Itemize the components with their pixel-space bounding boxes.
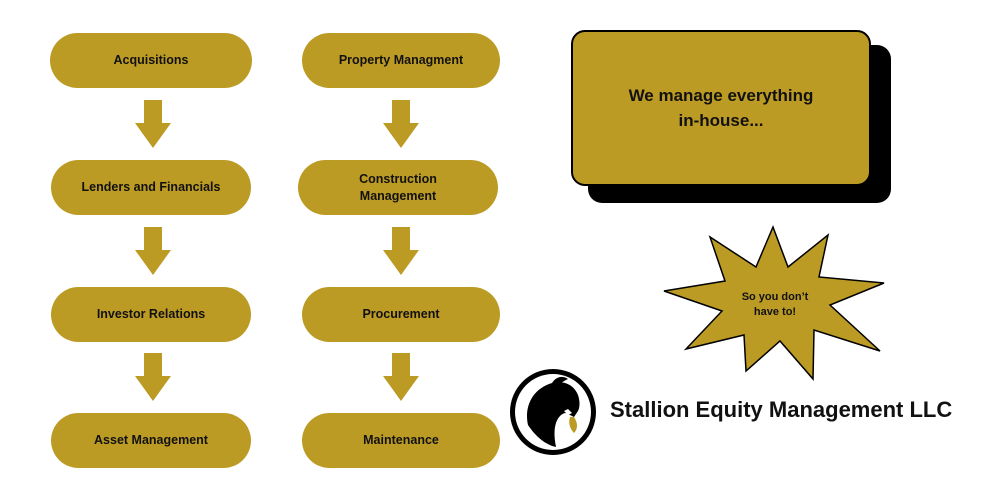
step-acquisitions: Acquisitions xyxy=(50,33,252,88)
starburst-text: So you don’t have to! xyxy=(720,290,830,321)
step-label: Acquisitions xyxy=(113,53,189,68)
step-label: Asset Management xyxy=(94,433,208,448)
starburst-line-2: have to! xyxy=(753,306,797,319)
step-label: Construction xyxy=(359,171,437,186)
step-label: Lenders and Financials xyxy=(81,180,221,195)
step-asset-management: Asset Management xyxy=(51,413,251,468)
callout-box: We manage everything in-house... xyxy=(571,30,871,186)
down-arrow-icon xyxy=(135,353,171,401)
callout-line-1: We manage everything xyxy=(628,85,814,105)
starburst-line-1: So you don’t xyxy=(741,291,809,303)
step-property-managment: Property Managment xyxy=(302,33,500,88)
step-investor-relations: Investor Relations xyxy=(51,287,251,342)
step-label: Maintenance xyxy=(363,433,439,448)
down-arrow-icon xyxy=(383,100,419,148)
step-label: Procurement xyxy=(362,307,440,322)
company-name: Stallion Equity Management LLC xyxy=(610,397,953,422)
step-label: Property Managment xyxy=(338,53,464,68)
down-arrow-icon xyxy=(383,227,419,275)
step-lenders-and-financials: Lenders and Financials xyxy=(51,160,251,215)
step-label: Investor Relations xyxy=(96,307,206,322)
step-procurement: Procurement xyxy=(302,287,500,342)
starburst-icon xyxy=(663,225,885,381)
callout-line-2: in-house... xyxy=(678,111,764,130)
horse-head-icon xyxy=(510,369,596,455)
step-construction-management: Construction Management xyxy=(298,160,498,215)
step-label-line2: Management xyxy=(359,188,437,203)
down-arrow-icon xyxy=(135,100,171,148)
step-maintenance: Maintenance xyxy=(302,413,500,468)
down-arrow-icon xyxy=(383,353,419,401)
down-arrow-icon xyxy=(135,227,171,275)
